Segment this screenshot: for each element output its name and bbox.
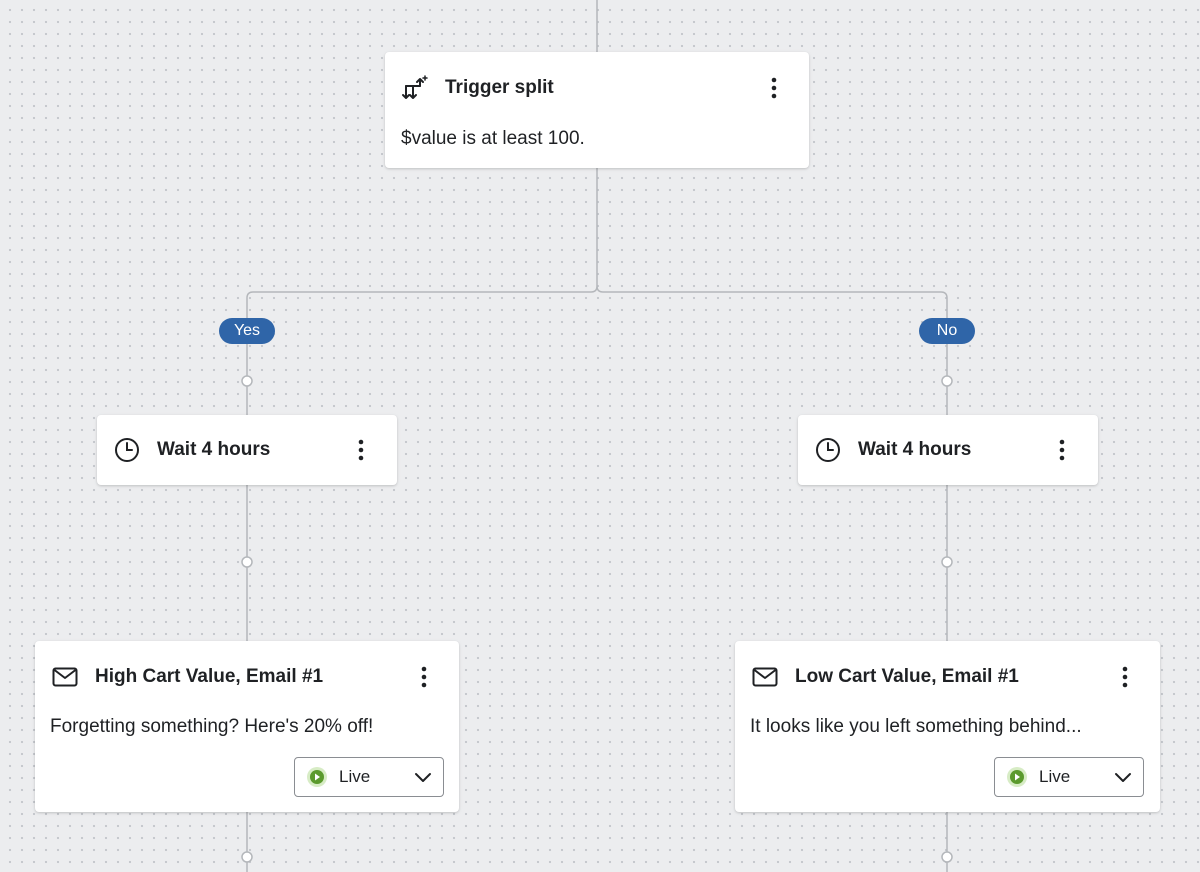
chevron-down-icon — [1113, 768, 1133, 788]
email-title: Low Cart Value, Email #1 — [795, 666, 1019, 687]
mail-icon — [751, 663, 779, 691]
clock-icon — [113, 436, 141, 464]
more-options-icon[interactable] — [1113, 663, 1137, 691]
live-status-icon — [307, 767, 327, 787]
more-options-icon[interactable] — [1050, 436, 1074, 464]
status-dropdown[interactable]: Live — [994, 757, 1144, 797]
email-card-low-cart[interactable]: Low Cart Value, Email #1 It looks like y… — [735, 641, 1160, 812]
branch-badge-no: No — [919, 318, 975, 344]
status-label: Live — [1039, 767, 1071, 786]
chevron-down-icon — [413, 768, 433, 788]
live-status-icon — [1007, 767, 1027, 787]
connector-split — [246, 168, 948, 318]
add-step-node — [241, 851, 253, 863]
add-step-node — [241, 556, 253, 568]
clock-icon — [814, 436, 842, 464]
add-step-node — [941, 375, 953, 387]
status-dropdown[interactable]: Live — [294, 757, 444, 797]
wait-title: Wait 4 hours — [858, 439, 972, 460]
more-options-icon[interactable] — [349, 436, 373, 464]
branch-badge-yes: Yes — [219, 318, 275, 344]
mail-icon — [51, 663, 79, 691]
add-step-node — [941, 851, 953, 863]
wait-card-yes[interactable]: Wait 4 hours — [97, 415, 397, 485]
email-title: High Cart Value, Email #1 — [95, 666, 324, 687]
trigger-split-title: Trigger split — [445, 77, 554, 98]
more-options-icon[interactable] — [762, 74, 786, 102]
trigger-split-card[interactable]: Trigger split $value is at least 100. — [385, 52, 809, 168]
email-preview-text: It looks like you left something behind.… — [750, 716, 1082, 737]
email-card-high-cart[interactable]: High Cart Value, Email #1 Forgetting som… — [35, 641, 459, 812]
trigger-split-condition: $value is at least 100. — [401, 128, 585, 149]
add-step-node — [941, 556, 953, 568]
status-label: Live — [339, 767, 371, 786]
trigger-split-icon — [401, 74, 429, 102]
wait-title: Wait 4 hours — [157, 439, 271, 460]
email-preview-text: Forgetting something? Here's 20% off! — [50, 716, 374, 737]
more-options-icon[interactable] — [412, 663, 436, 691]
wait-card-no[interactable]: Wait 4 hours — [798, 415, 1098, 485]
add-step-node — [241, 375, 253, 387]
